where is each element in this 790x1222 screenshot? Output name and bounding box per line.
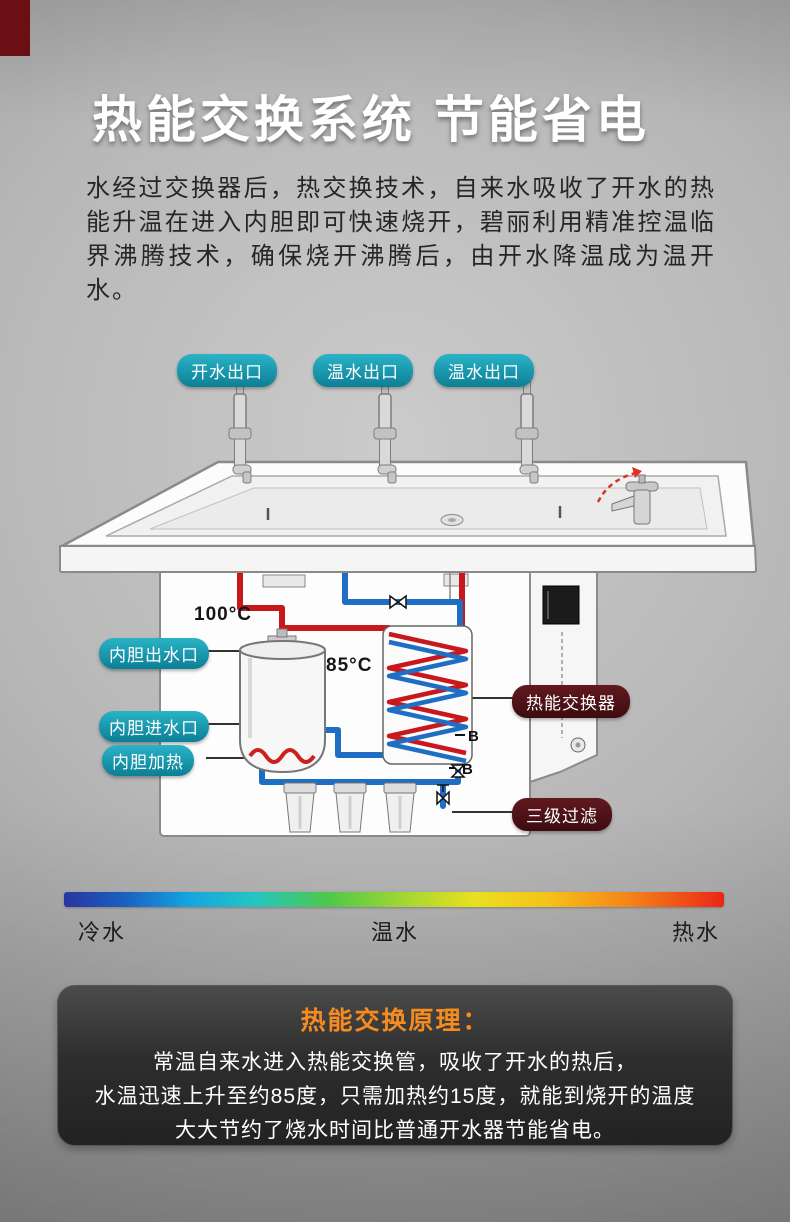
valve-icon <box>450 764 466 773</box>
counter-sink <box>59 460 758 573</box>
filter-cartridge <box>333 782 367 833</box>
pipe-bracket <box>262 574 306 588</box>
principle-body: 常温自来水进入热能交换管，吸收了开水的热后， 水温迅速上升至约85度，只需加热约… <box>94 1051 696 1142</box>
principle-panel: 热能交换原理： 常温自来水进入热能交换管，吸收了开水的热后， 水温迅速上升至约8… <box>57 985 733 1146</box>
label-connectors <box>206 650 513 813</box>
label-tank-inlet: 内胆进水口 <box>99 711 209 742</box>
temp-85c: 85°C <box>326 655 373 676</box>
valve-icon <box>450 769 466 778</box>
faucet-boiling <box>228 381 252 484</box>
system-diagram: B B <box>0 340 790 888</box>
filter-cartridge <box>383 782 417 833</box>
label-tank-heating: 内胆加热 <box>102 745 194 776</box>
page-title: 热能交换系统 节能省电 <box>92 92 650 148</box>
label-filtration: 三级过滤 <box>512 798 612 831</box>
valves <box>389 594 466 806</box>
legend-cold-water: 冷水 <box>78 920 127 945</box>
tap-valve-icon <box>436 790 445 806</box>
label-heat-exchanger: 热能交换器 <box>512 685 630 718</box>
principle-title: 热能交换原理： <box>300 1007 490 1035</box>
label-tank-outlet: 内胆出水口 <box>99 638 209 669</box>
corner-ribbon <box>0 0 30 56</box>
faucet-warm-2 <box>515 381 539 484</box>
intro-paragraph: 水经过交换器后，热交换技术，自来水吸收了开水的热能升温在进入内胆即可快速烧开，碧… <box>86 175 716 304</box>
water-tank <box>239 628 326 774</box>
temperature-gradient-bar <box>64 892 724 907</box>
temp-100c: 100°C <box>194 604 253 625</box>
label-boiling-outlet: 开水出口 <box>177 354 277 387</box>
label-warm-outlet-1: 温水出口 <box>313 354 413 387</box>
heat-exchanger-coil <box>382 625 473 765</box>
filter-cartridge <box>283 782 317 833</box>
label-warm-outlet-2: 温水出口 <box>434 354 534 387</box>
valve-icon <box>396 594 407 610</box>
tap-valve-icon <box>441 790 450 806</box>
valve-icon <box>389 594 400 610</box>
port-mark-b1: B <box>468 728 479 745</box>
filter-cartridges <box>283 782 417 833</box>
diagram-drawing: B B <box>59 381 758 837</box>
rotary-tap <box>596 467 659 525</box>
heating-element <box>248 748 316 764</box>
port-mark-b2: B <box>462 761 473 778</box>
legend-hot-water: 热水 <box>671 920 720 945</box>
faucet-warm-1 <box>373 381 397 484</box>
legend-warm-water: 温水 <box>370 920 420 945</box>
